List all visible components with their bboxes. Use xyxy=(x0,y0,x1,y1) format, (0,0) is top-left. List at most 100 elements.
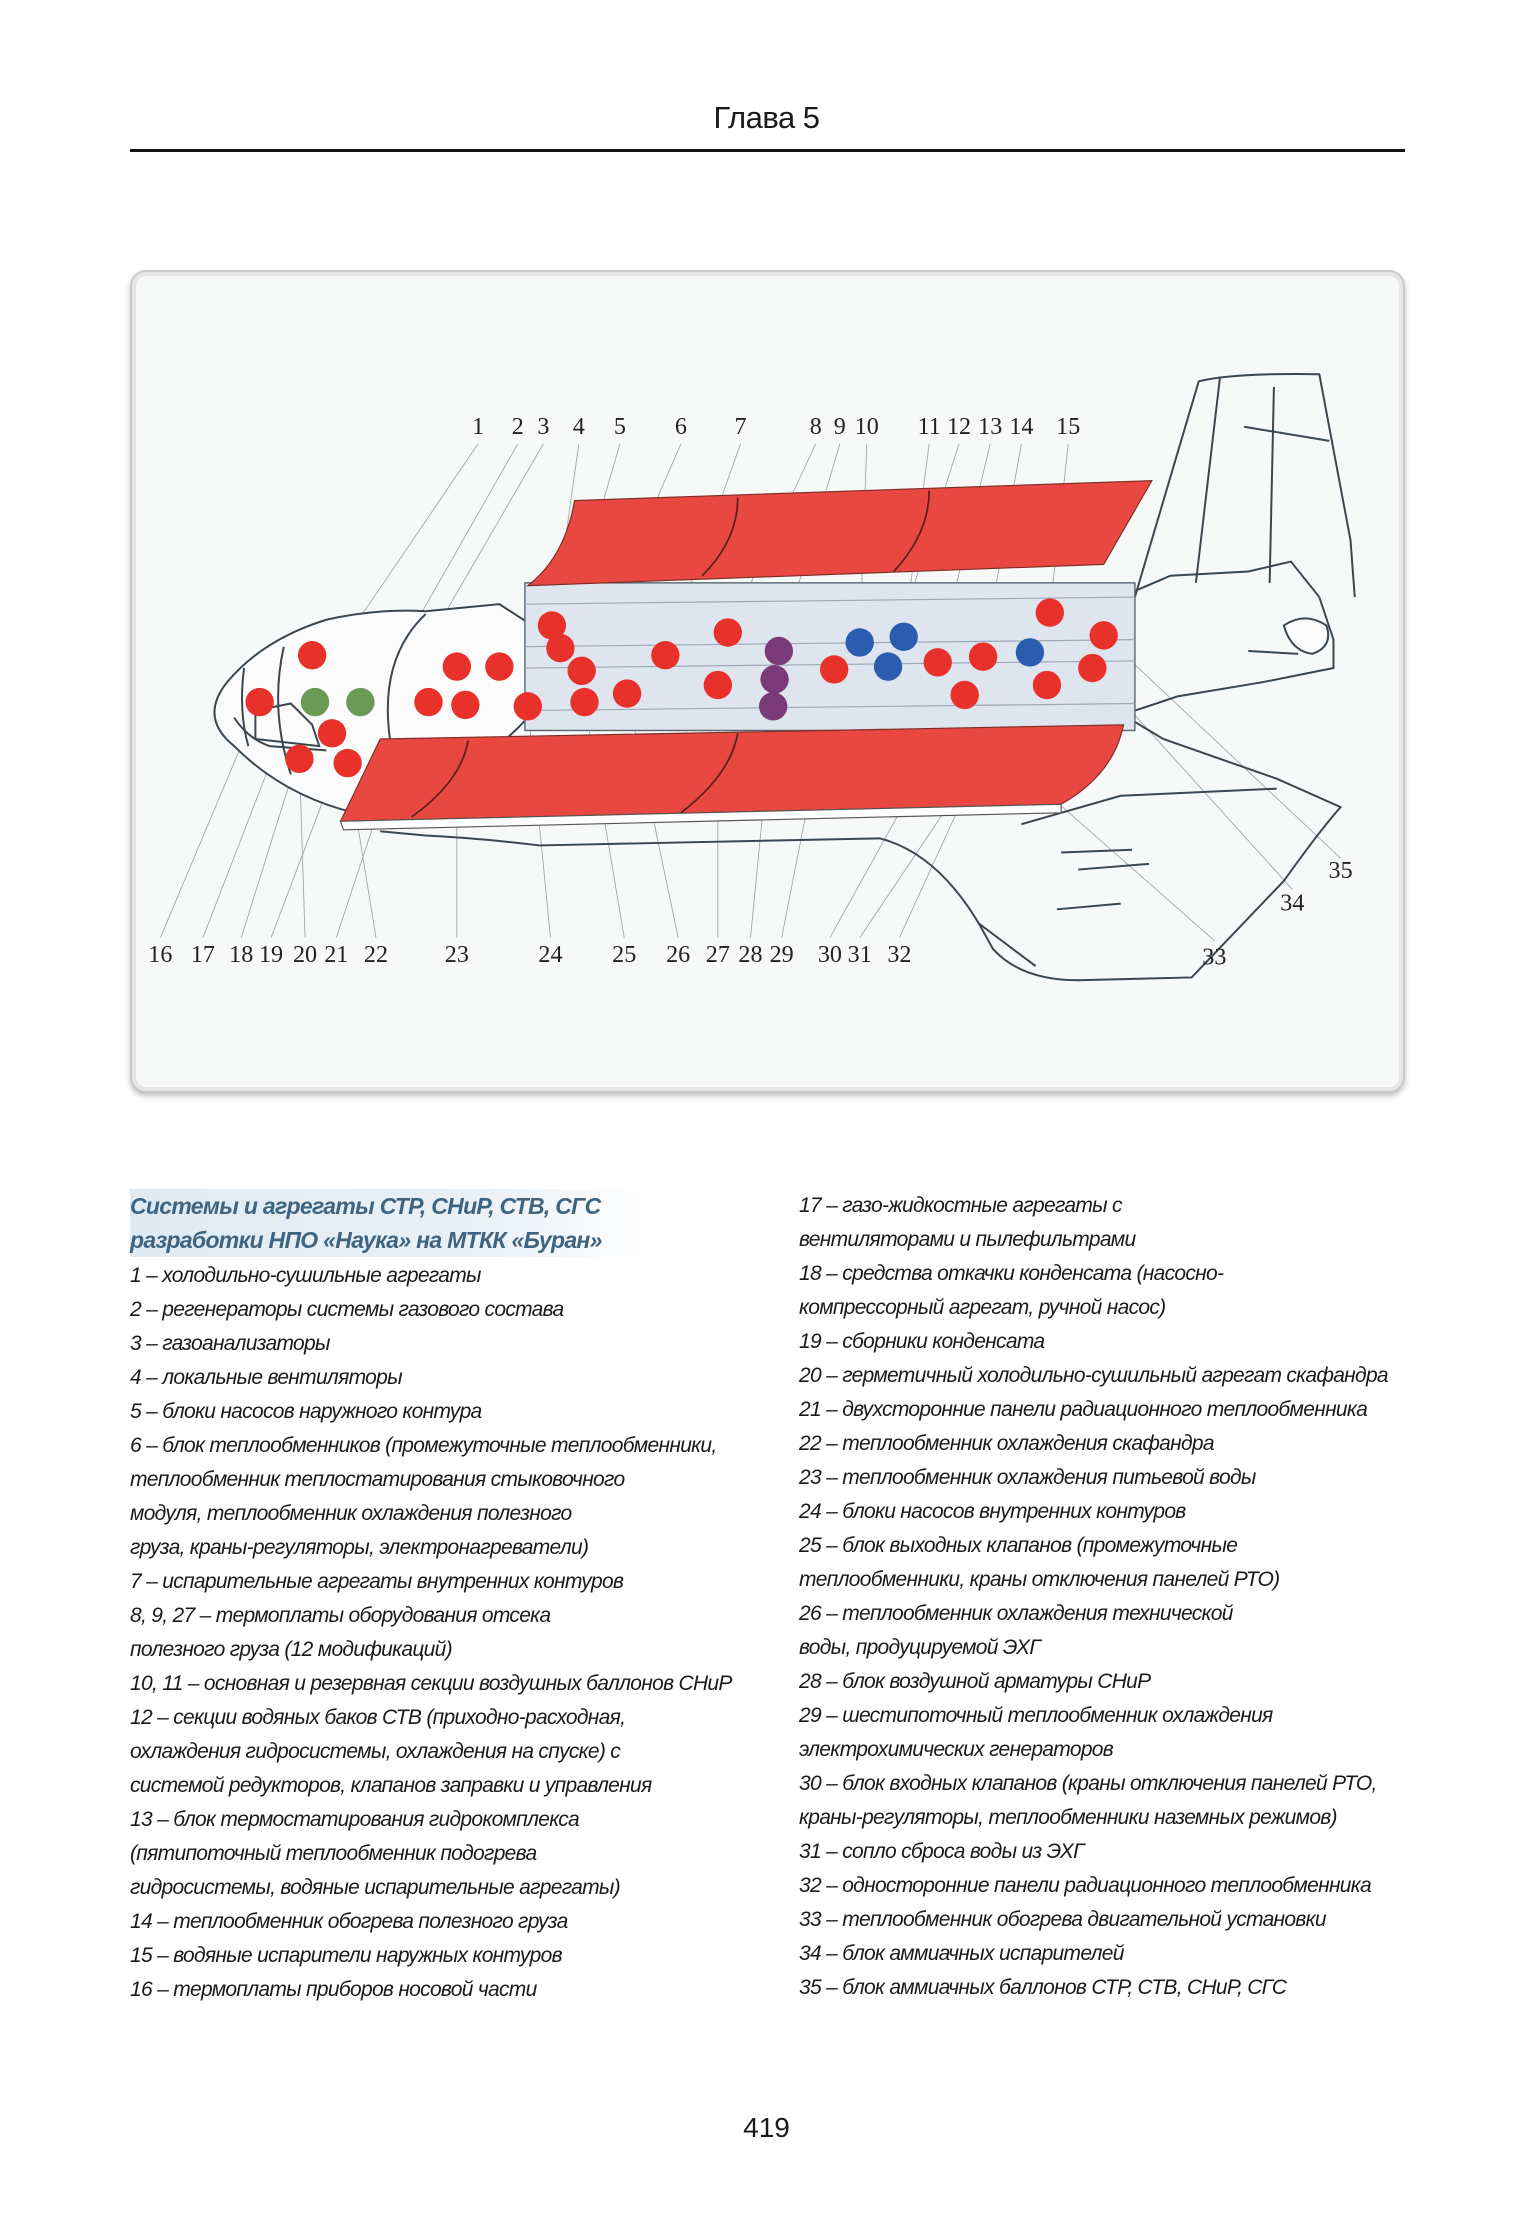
red-marker xyxy=(485,652,514,681)
callout-16: 16 xyxy=(148,942,172,968)
green-marker xyxy=(300,687,330,717)
chapter-heading: Глава 5 xyxy=(713,100,820,135)
red-marker xyxy=(968,642,998,671)
callout-28: 28 xyxy=(738,942,762,968)
leader-line xyxy=(1103,635,1341,859)
legend-left-column: Системы и агрегаты СТР, СНиР, СТВ, СГС р… xyxy=(130,1155,770,2041)
red-marker xyxy=(923,648,952,677)
callout-13: 13 xyxy=(978,414,1002,440)
legend-item: 4 – локальные вентиляторы xyxy=(130,1366,403,1389)
red-marker xyxy=(567,656,596,686)
panel-seams-lower xyxy=(410,733,739,818)
callout-23: 23 xyxy=(445,942,469,968)
red-marker xyxy=(245,687,274,717)
red-marker xyxy=(414,687,443,717)
red-marker xyxy=(1035,598,1064,627)
red-marker xyxy=(442,652,472,681)
legend-item: 24 – блоки насосов внутренних контуров xyxy=(799,1500,1186,1523)
legend-title: Системы и агрегаты СТР, СНиР, СТВ, СГС р… xyxy=(130,1189,642,1257)
red-marker xyxy=(537,611,567,640)
purple-marker xyxy=(764,636,794,666)
red-marker xyxy=(1078,653,1107,683)
red-marker xyxy=(513,692,542,721)
red-marker xyxy=(819,655,849,684)
callout-11: 11 xyxy=(918,414,941,440)
equipment-markers xyxy=(245,598,1118,778)
legend-item: 23 – теплообменник охлаждения питьевой в… xyxy=(799,1466,1256,1489)
callout-6: 6 xyxy=(675,414,687,440)
callout-31: 31 xyxy=(848,942,872,968)
legend-item: 2 – регенераторы системы газового состав… xyxy=(130,1298,564,1321)
blue-marker xyxy=(1015,638,1045,667)
callout-24: 24 xyxy=(538,942,562,968)
callout-25: 25 xyxy=(612,942,636,968)
legend-item: 6 – блок теплообменников (промежуточные … xyxy=(130,1434,717,1559)
legend-item: 33 – теплообменник обогрева двигательной… xyxy=(799,1908,1327,1931)
panel-seams xyxy=(701,490,931,577)
callout-22: 22 xyxy=(364,942,388,968)
callout-20: 20 xyxy=(293,942,317,968)
blue-marker xyxy=(889,622,918,651)
legend-item: 22 – теплообменник охлаждения скафандра xyxy=(799,1432,1215,1455)
callout-8: 8 xyxy=(810,414,822,440)
callout-34: 34 xyxy=(1280,891,1304,917)
callout-9: 9 xyxy=(834,414,846,440)
legend-item: 17 – газо-жидкостные агрегаты с вентилят… xyxy=(799,1194,1136,1251)
legend-item: 26 – теплообменник охлаждения техническо… xyxy=(799,1602,1233,1659)
buran-diagram-frame: 1 2 3 4 5 6 7 8 9 10 11 12 13 14 15 16 1… xyxy=(130,270,1405,1093)
legend-item: 12 – секции водяных баков СТВ (приходно-… xyxy=(130,1706,652,1797)
callout-32: 32 xyxy=(887,942,911,968)
leader-line xyxy=(1049,795,1215,941)
green-marker xyxy=(346,687,375,717)
panel-edge-strip xyxy=(339,803,1062,831)
callout-33: 33 xyxy=(1202,945,1226,971)
callout-29: 29 xyxy=(770,942,794,968)
callout-3: 3 xyxy=(537,414,549,440)
legend-item: 5 – блоки насосов наружного контура xyxy=(130,1400,482,1423)
legend-item: 16 – термоплаты приборов носовой части xyxy=(130,1978,537,2001)
legend-item: 10, 11 – основная и резервная секции воз… xyxy=(130,1672,732,1695)
callout-2: 2 xyxy=(512,414,524,440)
purple-marker xyxy=(760,665,789,694)
callout-12: 12 xyxy=(947,414,971,440)
callout-19: 19 xyxy=(259,942,283,968)
callout-4: 4 xyxy=(573,414,585,440)
callout-14: 14 xyxy=(1009,414,1033,440)
blue-marker xyxy=(873,652,903,681)
legend-item: 34 – блок аммиачных испарителей xyxy=(799,1942,1124,1965)
page-number: 419 xyxy=(743,2112,790,2143)
legend-item: 8, 9, 27 – термоплаты оборудования отсек… xyxy=(130,1604,551,1661)
red-marker xyxy=(651,641,680,670)
legend-item: 7 – испарительные агрегаты внутренних ко… xyxy=(130,1570,624,1593)
legend-item: 29 – шестипоточный теплообменник охлажде… xyxy=(799,1704,1273,1761)
callout-18: 18 xyxy=(229,942,253,968)
legend-item: 21 – двухсторонние панели радиационного … xyxy=(799,1398,1368,1421)
legend-item: 31 – сопло сброса воды из ЭХГ xyxy=(799,1840,1085,1863)
callout-17: 17 xyxy=(191,942,215,968)
callout-15: 15 xyxy=(1056,414,1080,440)
red-marker xyxy=(950,680,979,710)
red-marker xyxy=(333,748,362,778)
legend-item: 18 – средства откачки конденсата (насосн… xyxy=(799,1262,1224,1319)
legend-item: 3 – газоанализаторы xyxy=(130,1332,330,1355)
callout-1: 1 xyxy=(472,414,484,440)
red-marker xyxy=(570,687,599,717)
red-marker xyxy=(285,744,314,774)
buran-systems-diagram: 1 2 3 4 5 6 7 8 9 10 11 12 13 14 15 16 1… xyxy=(148,373,1356,982)
legend-item: 20 – герметичный холодильно-сушильный аг… xyxy=(799,1364,1389,1387)
legend-item: 1 – холодильно-сушильные агрегаты xyxy=(130,1264,481,1287)
red-marker xyxy=(317,719,347,748)
legend-item: 32 – односторонние панели радиационного … xyxy=(799,1874,1372,1897)
leader-line xyxy=(354,443,479,626)
legend-item: 30 – блок входных клапанов (краны отключ… xyxy=(799,1772,1377,1829)
red-marker xyxy=(1032,670,1062,700)
callout-7: 7 xyxy=(735,414,747,440)
red-marker xyxy=(451,690,480,720)
callout-21: 21 xyxy=(324,942,348,968)
red-marker xyxy=(713,618,742,647)
red-marker xyxy=(546,633,575,663)
callout-27: 27 xyxy=(706,942,730,968)
header-rule xyxy=(130,149,1405,152)
callout-10: 10 xyxy=(855,414,879,440)
callout-5: 5 xyxy=(614,414,626,440)
